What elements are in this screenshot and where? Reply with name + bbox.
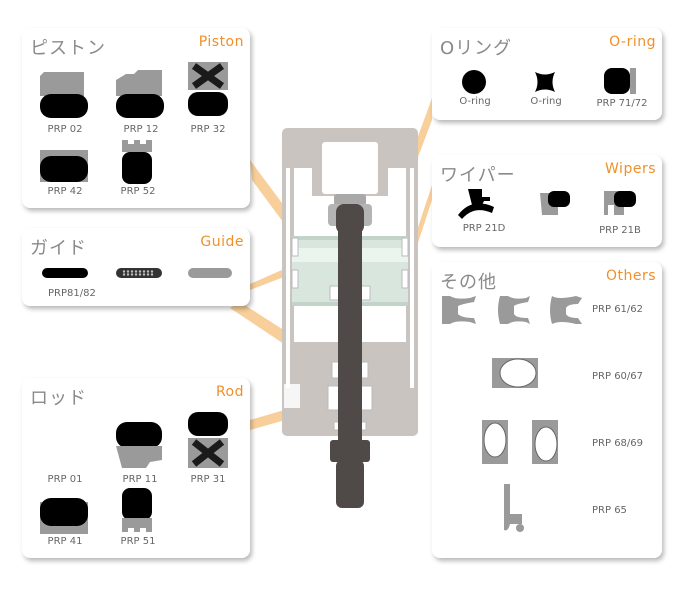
wiper-lip-icon[interactable]	[540, 191, 572, 221]
label-prp21d: PRP 21D	[462, 223, 506, 234]
wiper-title-jp: ワイパー	[440, 165, 516, 186]
others-title-en: Others	[605, 268, 656, 284]
piston-rod	[338, 204, 362, 464]
guide-strip-perforated-icon[interactable]	[116, 268, 164, 280]
oring-panel: Oリング O-ring O-ring O-ring PRP 71/72	[432, 28, 662, 120]
seal-prp02-icon[interactable]	[40, 70, 90, 120]
label-prp61-62: PRP 61/62	[592, 304, 644, 315]
others-panel: その他 Others PRP 61/62 PRP 60/67 PRP 68/69…	[432, 262, 662, 558]
label-prp41: PRP 41	[47, 536, 83, 547]
label-prp65: PRP 65	[592, 505, 627, 516]
wiper-title-en: Wipers	[605, 161, 656, 177]
label-prp71-72: PRP 71/72	[596, 98, 648, 109]
label-prp32: PRP 32	[190, 124, 226, 135]
seal-prp65-icon[interactable]	[500, 484, 532, 534]
others-title-jp: その他	[440, 272, 497, 293]
guide-panel: ガイド Guide PRP81/82	[22, 228, 250, 306]
label-prp21b: PRP 21B	[599, 225, 641, 236]
guide-title-jp: ガイド	[30, 238, 87, 259]
label-prp60-67: PRP 60/67	[592, 371, 644, 382]
seal-prp42-icon[interactable]	[40, 150, 90, 186]
seal-prp51-icon[interactable]	[122, 488, 158, 538]
label-prp02: PRP 02	[47, 124, 83, 135]
label-prp01: PRP 01	[47, 474, 83, 485]
label-prp68-69: PRP 68/69	[592, 438, 644, 449]
wiper-panel: ワイパー Wipers PRP 21D PRP 21B	[432, 155, 662, 247]
piston-title-en: Piston	[198, 34, 244, 50]
guide-strip-metal-icon[interactable]	[188, 268, 236, 280]
seal-prp41-icon[interactable]	[40, 498, 90, 536]
label-prp81-82: PRP81/82	[48, 288, 96, 299]
oring-xring-icon[interactable]	[533, 70, 559, 96]
oring-title-jp: Oリング	[440, 38, 513, 59]
seal-prp31-icon[interactable]	[188, 412, 232, 472]
guide-title-en: Guide	[200, 234, 244, 250]
seal-prp12-icon[interactable]	[116, 70, 166, 120]
seal-prp62-icon[interactable]	[548, 296, 584, 324]
oring-prp71-72-icon[interactable]	[604, 68, 640, 96]
rod-panel: ロッド Rod PRP 01 PRP 11 PRP 31 PRP 41 PRP …	[22, 378, 250, 558]
rod-title-en: Rod	[215, 384, 244, 400]
seal-prp61-a-icon[interactable]	[442, 296, 478, 324]
label-prp31: PRP 31	[190, 474, 226, 485]
label-oring-1: O-ring	[459, 96, 491, 107]
oring-round-icon[interactable]	[462, 70, 488, 96]
label-prp52: PRP 52	[120, 186, 156, 197]
seal-prp60-67-icon[interactable]	[490, 356, 540, 390]
rod-title-jp: ロッド	[30, 388, 87, 409]
label-prp12: PRP 12	[123, 124, 159, 135]
piston-panel: ピストン Piston PRP 02 PRP 12 PRP 32 PRP 42 …	[22, 28, 250, 208]
label-oring-2: O-ring	[530, 96, 562, 107]
label-prp42: PRP 42	[47, 186, 83, 197]
oring-title-en: O-ring	[609, 34, 656, 50]
label-prp51: PRP 51	[120, 536, 156, 547]
seal-prp61-b-icon[interactable]	[496, 296, 532, 324]
seal-prp11-icon[interactable]	[114, 422, 164, 472]
seal-prp68-icon[interactable]	[480, 420, 512, 466]
guide-strip-solid-icon[interactable]	[42, 268, 90, 280]
piston-title-jp: ピストン	[30, 38, 106, 59]
seal-prp52-icon[interactable]	[122, 140, 158, 188]
wiper-prp21d-icon[interactable]	[458, 189, 504, 221]
wiper-prp21b-icon[interactable]	[604, 191, 638, 221]
label-prp11: PRP 11	[122, 474, 158, 485]
seal-prp69-icon[interactable]	[528, 420, 562, 466]
seal-prp32-icon[interactable]	[188, 62, 232, 120]
